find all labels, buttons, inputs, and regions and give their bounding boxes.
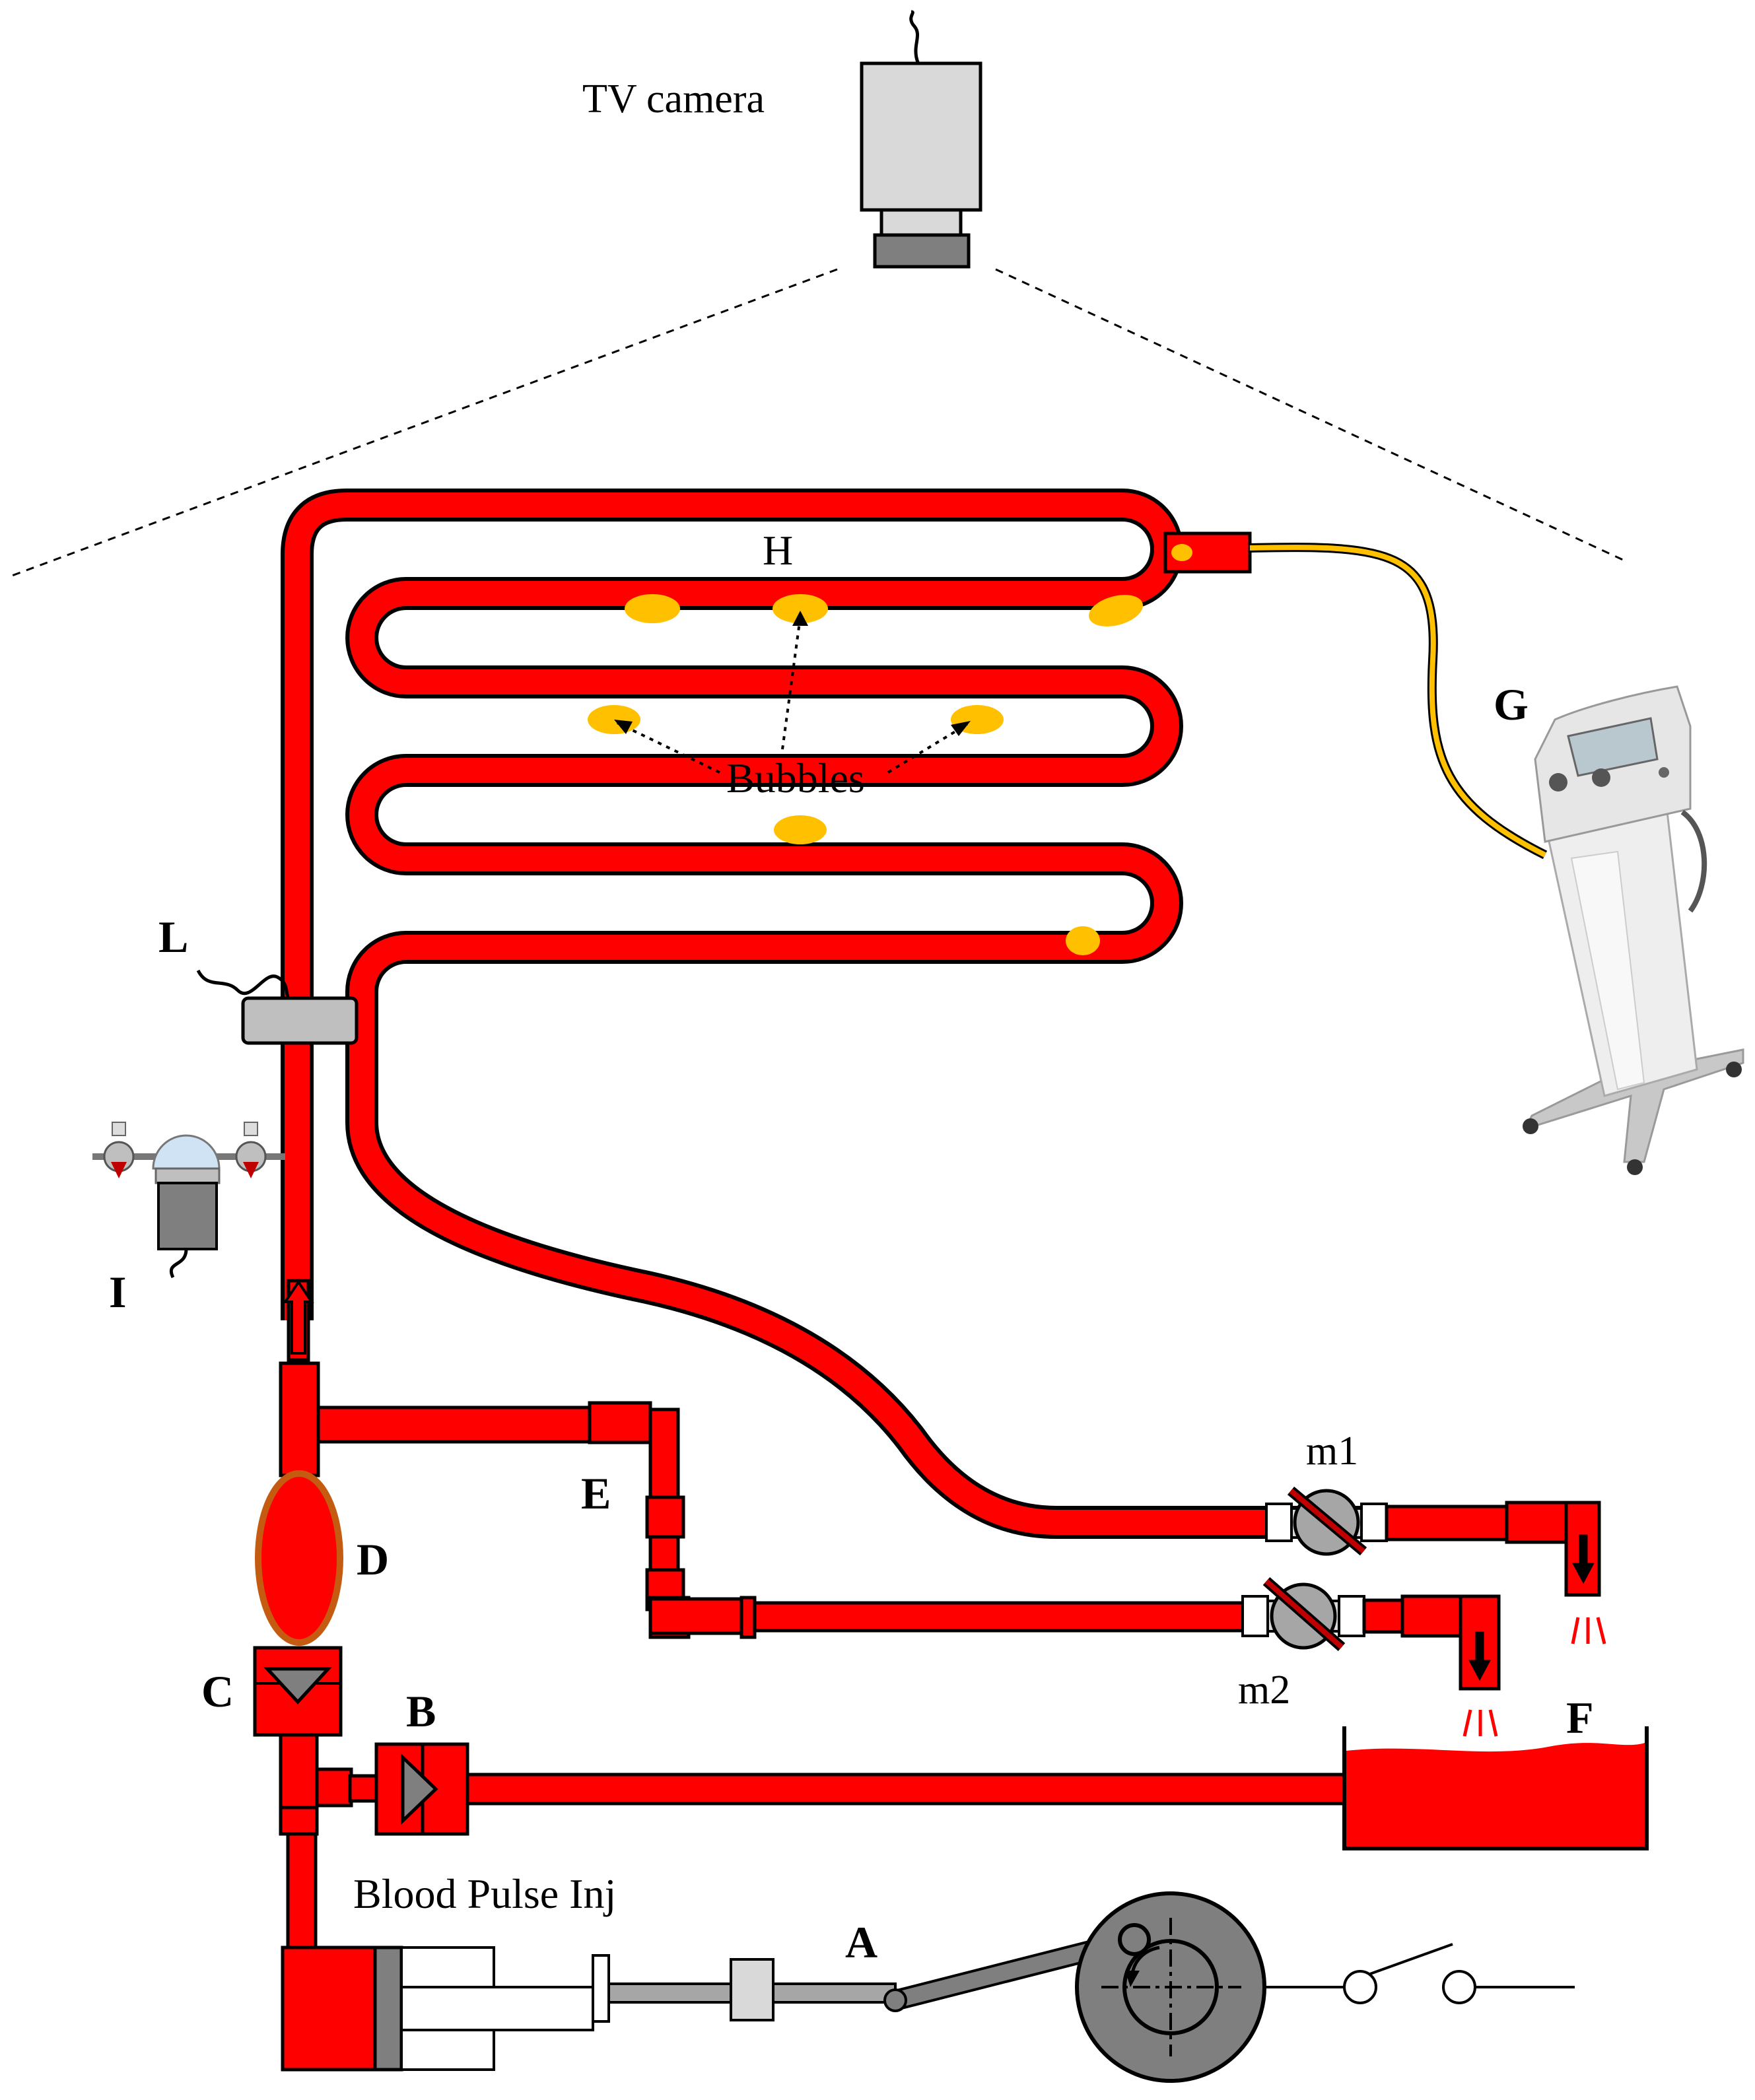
switch-icon [1264, 1943, 1575, 2004]
serpentine-tube [281, 489, 1519, 1539]
label-I: I [109, 1267, 126, 1317]
upflow-arrow-icon [283, 1279, 314, 1355]
label-B: B [406, 1686, 436, 1736]
label-pulse: Blood Pulse Inj [353, 1870, 616, 1917]
label-F: F [1566, 1693, 1594, 1743]
label-bubbles: Bubbles [726, 755, 865, 801]
pressure-transducer-I [92, 1122, 285, 1279]
bubble [774, 815, 827, 844]
pulse-injector [281, 1929, 1137, 2072]
bubble [1089, 595, 1143, 627]
label-E: E [581, 1468, 611, 1518]
label-A: A [845, 1917, 877, 1967]
reservoir-F [1342, 1726, 1649, 1850]
label-G: G [1494, 679, 1529, 729]
bubble [1066, 926, 1100, 955]
label-D: D [357, 1534, 389, 1584]
ball-valve-m2 [1241, 1576, 1501, 1691]
bubble [773, 594, 828, 623]
ball-valve-icon [1265, 1486, 1601, 1597]
bubble [625, 594, 680, 623]
camera-field-of-view [11, 268, 1624, 577]
tv-camera-icon [860, 10, 982, 269]
sensor-L [196, 969, 359, 1045]
bubble-leader-arrows [614, 611, 971, 736]
pump-feed-piping [279, 1733, 380, 1968]
ultrasound-probe [1163, 531, 1548, 860]
compliance-balloon-D [255, 1470, 343, 1646]
outflow-arrow-icon [1468, 1534, 1595, 1681]
label-m2: m2 [1238, 1668, 1290, 1712]
label-H: H [763, 527, 793, 574]
bubbles [588, 542, 1191, 955]
check-valve-icon [253, 1646, 343, 1737]
label-L: L [158, 912, 188, 962]
check-valve-B [374, 1742, 469, 1836]
lower-piping [279, 1279, 1245, 1639]
label-C: C [201, 1666, 234, 1716]
drip-lines [1462, 1617, 1606, 1737]
motor-wheel-icon [1075, 1891, 1266, 2083]
ultrasound-device-icon [1523, 685, 1744, 1175]
bubble-leader-lines [617, 617, 969, 774]
camera-label: TV camera [582, 77, 765, 121]
return-line [465, 1773, 1348, 1806]
label-m1: m1 [1306, 1429, 1358, 1473]
